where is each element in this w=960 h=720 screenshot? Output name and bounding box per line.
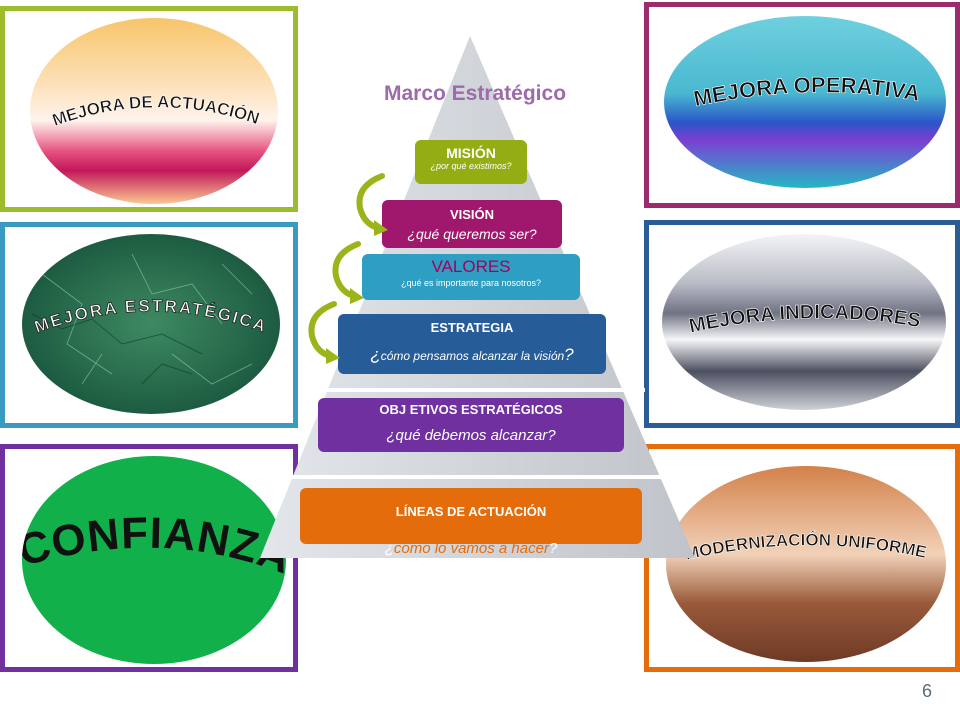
green-marble-oval-icon: MEJORA ESTRATÉGICA [22, 234, 280, 414]
frame-mid-right [644, 220, 960, 428]
valores-subtitle: ¿qué es importante para nosotros? [400, 278, 542, 288]
curved-arrow-icon [332, 241, 364, 304]
box-estrategia: ESTRATEGIA ¿cómo pensamos alcanzar la vi… [338, 314, 606, 374]
brown-gradient-oval-icon: MODERNIZACIÓN UNIFORME [666, 466, 946, 662]
diagram-title: Marco Estratégico [383, 82, 567, 105]
objetivos-subtitle: ¿qué debemos alcanzar? [386, 427, 556, 444]
metallic-oval-icon: MEJORA INDICADORES [662, 234, 946, 410]
lineas-subtitle-suffix: ? [548, 540, 558, 557]
mision-subtitle: ¿por qué existimos? [430, 161, 512, 171]
lineas-title: LÍNEAS DE ACTUACIÓN [395, 504, 547, 519]
curved-arrow-icon [308, 301, 340, 364]
lineas-question: ¿cómo lo vamos a hacer? [300, 540, 642, 557]
oval-mejora-indicadores: MEJORA INDICADORES [662, 234, 946, 410]
objetivos-title: OBJ ETIVOS ESTRATÉGICOS [379, 402, 563, 417]
box-valores: VALORES ¿qué es importante para nosotros… [362, 254, 580, 300]
curved-arrow-icon [356, 173, 388, 236]
oval-mejora-actuacion: MEJORA DE ACTUACIÓN [30, 18, 278, 204]
box-lineas: LÍNEAS DE ACTUACIÓN [300, 488, 642, 544]
oval-mejora-estrategica: MEJORA ESTRATÉGICA [22, 234, 280, 414]
lineas-subtitle: cómo lo vamos a hacer [393, 540, 549, 557]
estrategia-subtitle-prefix: ¿ [370, 345, 381, 364]
vision-title: VISIÓN [449, 207, 495, 222]
oval-confianza: CONFIANZA [22, 456, 286, 664]
valores-title: VALORES [431, 257, 511, 276]
estrategia-title: ESTRATEGIA [430, 320, 514, 335]
mision-title: MISIÓN [446, 145, 496, 161]
frame-mid-left [0, 222, 298, 428]
estrategia-subtitle: cómo pensamos alcanzar la visión [380, 349, 565, 363]
frame-top-left [0, 6, 298, 212]
box-objetivos: OBJ ETIVOS ESTRATÉGICOS ¿qué debemos alc… [318, 398, 624, 452]
box-vision: VISIÓN ¿qué queremos ser? [382, 200, 562, 248]
blue-gradient-oval-icon: MEJORA OPERATIVA [664, 16, 946, 188]
lineas-subtitle-prefix: ¿ [384, 540, 394, 557]
gradient-oval-icon: MEJORA DE ACTUACIÓN [30, 18, 278, 204]
green-oval-icon: CONFIANZA [22, 456, 286, 664]
oval-mejora-operativa: MEJORA OPERATIVA [664, 16, 946, 188]
vision-subtitle: ¿qué queremos ser? [407, 226, 537, 242]
oval-modernizacion-uniforme: MODERNIZACIÓN UNIFORME [666, 466, 946, 662]
box-mision: MISIÓN ¿por qué existimos? [415, 140, 527, 184]
estrategia-subtitle-suffix: ? [564, 345, 574, 364]
page-number: 6 [921, 681, 932, 701]
frame-top-right [644, 2, 960, 208]
